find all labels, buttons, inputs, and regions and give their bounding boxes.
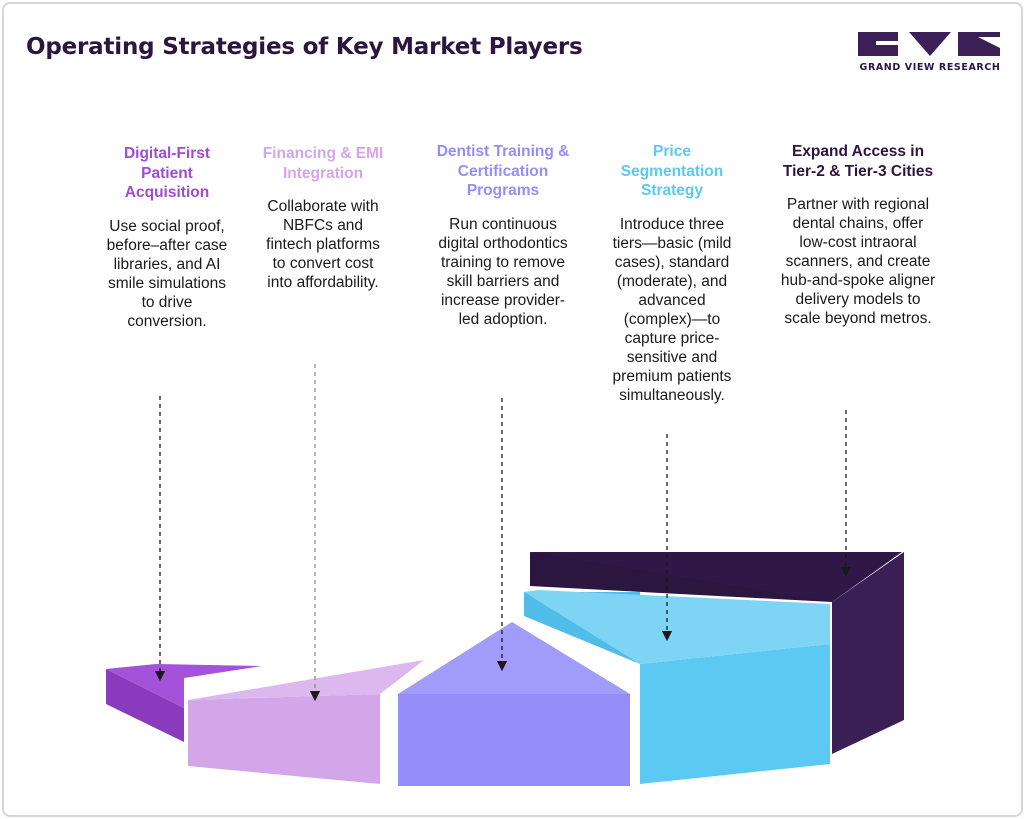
strategy-description: Run continuous digital orthodontics trai…	[438, 215, 568, 328]
pie-segment-price-segmentation	[524, 590, 830, 784]
exploded-pie-diagram	[106, 364, 904, 786]
strategy-heading: Dentist Training & Certification Program…	[436, 143, 570, 199]
strategy-description: Use social proof, before–after case libr…	[106, 217, 228, 330]
strategy-description: Partner with regional dental chains, off…	[780, 196, 936, 327]
strategy-digital-first: Digital-First Patient Acquisition Use so…	[102, 144, 232, 331]
strategy-financing: Financing & EMI Integration Collaborate …	[262, 144, 384, 292]
strategy-price-segmentation: Price Segmentation Strategy Introduce th…	[604, 142, 740, 405]
strategy-description: Collaborate with NBFCs and fintech platf…	[266, 198, 380, 291]
pie-segment-digital-first	[106, 664, 262, 742]
grand-view-research-logo-icon	[858, 32, 1000, 56]
strategy-description: Introduce three tiers—basic (mild cases)…	[612, 215, 732, 404]
pie-segment-financing	[188, 660, 424, 784]
logo-wordmark: GRAND VIEW RESEARCH	[859, 62, 1001, 73]
strategy-expand-access: Expand Access in Tier-2 & Tier-3 Cities …	[780, 142, 936, 328]
strategy-dentist-training: Dentist Training & Certification Program…	[432, 142, 574, 329]
pie-segment-expand-access	[530, 552, 904, 754]
strategy-heading: Financing & EMI Integration	[262, 145, 384, 182]
page-title: Operating Strategies of Key Market Playe…	[26, 34, 583, 60]
strategy-heading: Expand Access in Tier-2 & Tier-3 Cities	[782, 143, 934, 180]
strategy-heading: Price Segmentation Strategy	[620, 143, 724, 199]
strategy-heading: Digital-First Patient Acquisition	[123, 145, 211, 201]
pie-segment-dentist-training	[398, 622, 630, 786]
